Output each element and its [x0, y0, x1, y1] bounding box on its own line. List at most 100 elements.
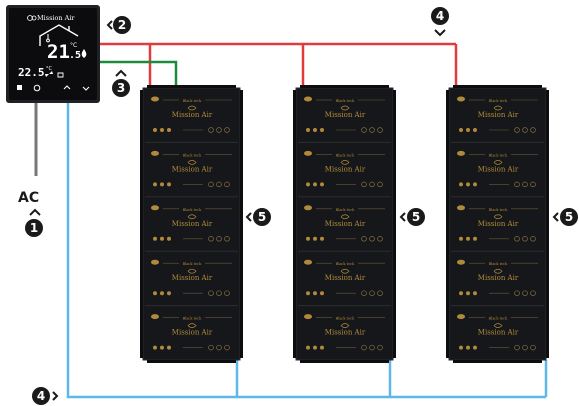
brand-logo-icon — [151, 150, 159, 156]
chevron-right-icon — [52, 391, 59, 401]
control-dot — [459, 345, 463, 350]
control-dot — [167, 345, 171, 350]
up-button[interactable] — [63, 85, 71, 90]
fan-icon — [45, 71, 53, 77]
control-ring — [522, 236, 528, 242]
down-button[interactable] — [82, 86, 90, 91]
control-ring — [514, 127, 520, 133]
callout-ac-power-number: 1 — [30, 221, 38, 235]
return-pipe — [66, 103, 548, 399]
control-dot — [153, 291, 157, 296]
brand-swirl-icon — [187, 105, 197, 111]
brand-swirl-icon — [187, 214, 197, 220]
panel-model-label: Black tech — [183, 208, 202, 212]
panel-model-label: Black tech — [183, 317, 202, 321]
panel-brand-label: Mission Air — [172, 111, 213, 119]
control-ring — [530, 181, 536, 188]
room-temperature-unit: °C — [46, 66, 53, 72]
control-ring — [377, 236, 383, 242]
callout-heater-2: 5 — [399, 208, 425, 226]
control-ring — [208, 181, 214, 188]
control-ring — [361, 236, 367, 242]
set-temperature-decimal: .5 — [69, 50, 81, 61]
brand-swirl-icon — [493, 160, 503, 165]
control-dot — [320, 128, 324, 132]
chevron-up-icon — [115, 69, 127, 77]
ac-power-label: AC — [18, 190, 39, 206]
panel-brand-label: Mission Air — [478, 220, 519, 228]
control-dot — [313, 236, 317, 241]
panel-model-label: Black tech — [336, 208, 355, 212]
control-ring — [208, 344, 214, 351]
control-dot — [313, 182, 317, 187]
control-ring — [361, 344, 367, 351]
brand-logo-icon — [304, 259, 312, 265]
panel-brand-label: Mission Air — [478, 329, 519, 337]
control-ring — [522, 344, 528, 351]
brand-logo-icon — [457, 259, 465, 265]
control-dot — [153, 345, 157, 350]
brand-swirl-icon — [493, 214, 503, 220]
control-dot — [167, 182, 171, 187]
house-icon — [39, 24, 79, 46]
set-temperature: 21 — [47, 41, 70, 63]
callout-heater-3-number: 5 — [565, 210, 573, 224]
control-dot — [313, 128, 317, 132]
control-ring — [514, 236, 520, 242]
control-ring — [377, 290, 383, 296]
chevron-left-icon — [245, 212, 252, 222]
control-dot — [473, 236, 477, 241]
panel-model-label: Black tech — [489, 317, 508, 321]
panel-model-label: Black tech — [489, 153, 508, 157]
control-dot — [306, 128, 310, 132]
callout-ac-power: 1 — [25, 208, 43, 237]
panel-model-label: Black tech — [336, 99, 355, 103]
panel-brand-label: Mission Air — [325, 220, 366, 228]
brand-logo-icon — [151, 96, 159, 102]
panel-model-label: Black tech — [489, 262, 508, 266]
control-ring — [369, 127, 375, 133]
control-ring — [369, 290, 375, 296]
control-ring — [361, 290, 367, 296]
menu-button[interactable] — [17, 85, 22, 90]
callout-bottom-pipe: 4 — [32, 387, 59, 405]
control-ring — [216, 344, 222, 351]
control-ring — [224, 127, 230, 133]
power-button[interactable] — [33, 84, 41, 92]
panel-brand-label: Mission Air — [478, 111, 519, 119]
callout-badge — [431, 7, 449, 25]
brand-swirl-icon — [493, 268, 503, 274]
control-dot — [306, 182, 310, 187]
thermostat: Mission Air 21 .5 °C 22.5 °C — [6, 5, 100, 103]
control-ring — [361, 127, 367, 133]
callout-heater-1: 5 — [245, 208, 271, 226]
brand-logo-icon — [304, 314, 312, 320]
panel-brand-label: Mission Air — [325, 165, 366, 173]
control-ring — [530, 127, 536, 133]
control-ring — [224, 290, 230, 296]
control-dot — [167, 291, 171, 296]
callout-badge — [253, 208, 271, 226]
chevron-down-icon — [434, 29, 446, 37]
control-ring — [369, 181, 375, 188]
panel-model-label: Black tech — [489, 99, 508, 103]
brand-logo-icon — [457, 96, 465, 102]
control-dot — [473, 128, 477, 132]
brand-logo-icon — [151, 259, 159, 265]
control-dot — [459, 182, 463, 187]
flame-icon — [81, 49, 87, 58]
control-ring — [530, 290, 536, 296]
control-ring — [377, 181, 383, 188]
control-dot — [160, 345, 164, 350]
brand-logo-icon — [304, 205, 312, 211]
panel-brand-label: Mission Air — [172, 165, 213, 173]
